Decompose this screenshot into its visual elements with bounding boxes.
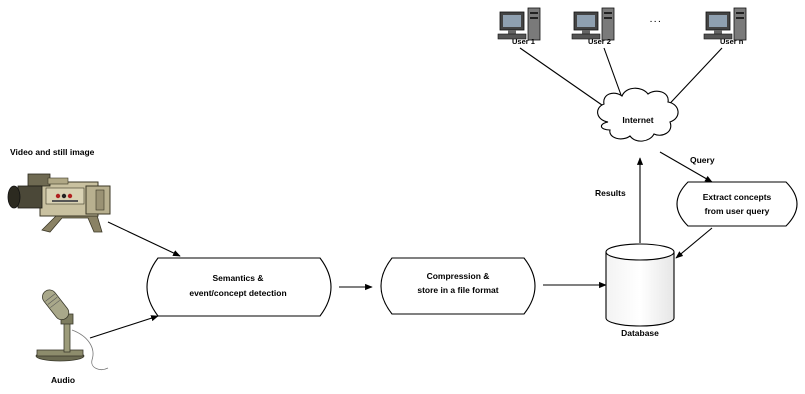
database-node: Database — [605, 243, 675, 338]
video-camera-icon — [7, 173, 111, 233]
user-n-label: User n — [720, 37, 744, 46]
user-2: User 2 — [571, 7, 615, 46]
user-2-label: User 2 — [588, 37, 611, 46]
internet-label: Internet — [622, 115, 653, 125]
cloud-icon — [597, 87, 679, 142]
results-label: Results — [595, 188, 626, 198]
compression-node: Compression & store in a file format — [380, 257, 536, 315]
microphone-icon — [35, 289, 109, 370]
edge-user1-to-internet — [519, 47, 613, 113]
semantics-line2: event/concept detection — [189, 288, 286, 298]
query-label: Query — [690, 155, 715, 165]
computer-icon — [703, 7, 747, 41]
cylinder-icon — [605, 243, 675, 327]
computer-icon — [497, 7, 541, 41]
user-1: User 1 — [497, 7, 541, 46]
video-label: Video and still image — [10, 147, 95, 157]
user-1-label: User 1 — [512, 37, 535, 46]
extract-line2: from user query — [705, 206, 770, 216]
semantics-line1: Semantics & — [212, 273, 263, 283]
edge-internet-to-extract — [659, 151, 713, 183]
compression-line2: store in a file format — [417, 285, 498, 295]
extract-line1: Extract concepts — [703, 192, 772, 202]
edge-extract-to-database — [675, 227, 713, 259]
compression-line1: Compression & — [427, 271, 490, 281]
users-ellipsis: . . . — [650, 15, 660, 24]
edge-video-to-semantics — [107, 221, 181, 257]
edge-audio-to-semantics — [89, 315, 159, 339]
user-n: User n — [703, 7, 747, 46]
semantics-node: Semantics & event/concept detection — [146, 257, 332, 317]
internet-node: Internet — [597, 87, 679, 142]
extract-concepts-node: Extract concepts from user query — [676, 181, 798, 227]
audio-label: Audio — [51, 375, 75, 385]
database-label: Database — [621, 328, 659, 338]
computer-icon — [571, 7, 615, 41]
